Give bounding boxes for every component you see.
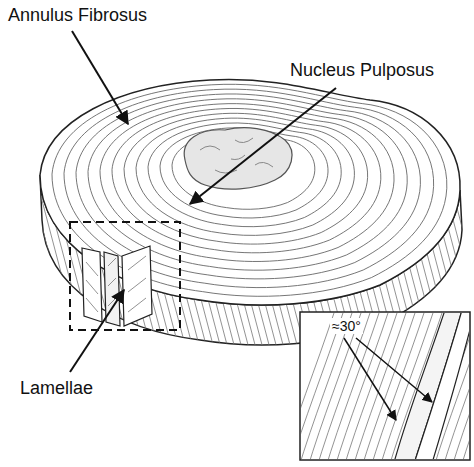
lamella-ring [64,89,434,287]
leader-arrow [356,338,432,402]
leader-arrow [70,290,124,372]
part-label: Lamellae [20,378,93,399]
lamella-strip [104,252,120,326]
lamella-strip [122,246,152,326]
lamella-ring [112,108,381,252]
inset-fibre [301,313,344,459]
lamella-ring [124,113,368,244]
part-label: ≈30° [330,318,363,334]
leader-arrow [190,88,336,204]
disc-top [40,79,460,305]
part-label: Nucleus Pulposus [290,60,434,81]
lamella-ring [136,118,354,235]
part-label: Annulus Fibrosus [8,5,147,26]
lamella-ring [88,99,407,270]
lamella-strip [82,248,102,322]
leader-arrow [72,31,128,124]
inset-lamella [412,313,469,459]
lamella-ring [148,123,341,227]
lamella-ring [160,128,328,218]
dashed-box [70,222,180,330]
lamella-ring [100,104,394,262]
